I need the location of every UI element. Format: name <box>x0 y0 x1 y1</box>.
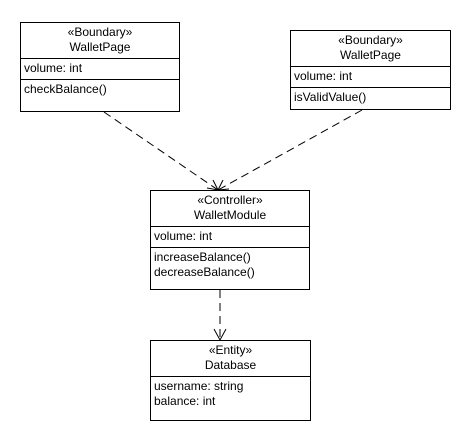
attributes-compartment: volume: int <box>291 67 450 88</box>
class-name: Database <box>204 358 257 372</box>
operations-compartment: isValidValue() <box>291 88 450 108</box>
class-header: «Boundary» WalletPage <box>21 23 179 59</box>
operation: checkBalance() <box>24 82 107 96</box>
operation: increaseBalance() <box>154 250 251 264</box>
class-box-database[interactable]: «Entity» Database username: string balan… <box>150 340 311 421</box>
class-stereotype: «Boundary» <box>67 25 133 39</box>
attributes-compartment: volume: int <box>21 59 179 80</box>
attribute: volume: int <box>24 61 83 75</box>
class-name: WalletModule <box>193 208 267 222</box>
class-header: «Boundary» WalletPage <box>291 31 450 67</box>
class-stereotype: «Controller» <box>197 193 263 207</box>
attribute: username: string <box>154 379 244 393</box>
operations-compartment: increaseBalance() decreaseBalance() <box>151 248 309 283</box>
class-stereotype: «Entity» <box>208 343 253 357</box>
operation: decreaseBalance() <box>154 265 255 279</box>
attribute: volume: int <box>154 229 213 243</box>
class-stereotype: «Boundary» <box>338 33 403 47</box>
attribute: balance: int <box>154 394 216 408</box>
dependency-arrowhead-walletpage2 <box>217 179 230 191</box>
class-header: «Controller» WalletModule <box>151 191 309 227</box>
class-header: «Entity» Database <box>151 341 310 377</box>
class-box-wallet-page-isvalidvalue[interactable]: «Boundary» WalletPage volume: int isVali… <box>290 30 451 110</box>
attribute: volume: int <box>294 69 353 83</box>
dependency-line-walletpage1-to-walletmodule <box>103 111 219 191</box>
class-box-wallet-module[interactable]: «Controller» WalletModule volume: int in… <box>150 190 310 290</box>
attributes-compartment: username: string balance: int <box>151 377 310 412</box>
class-box-wallet-page-checkbalance[interactable]: «Boundary» WalletPage volume: int checkB… <box>20 22 180 112</box>
class-name: WalletPage <box>340 48 401 62</box>
operations-compartment: checkBalance() <box>21 80 179 100</box>
attributes-compartment: volume: int <box>151 227 309 248</box>
class-name: WalletPage <box>69 40 131 54</box>
operation: isValidValue() <box>294 90 367 104</box>
dependency-line-walletpage2-to-walletmodule <box>217 109 363 191</box>
